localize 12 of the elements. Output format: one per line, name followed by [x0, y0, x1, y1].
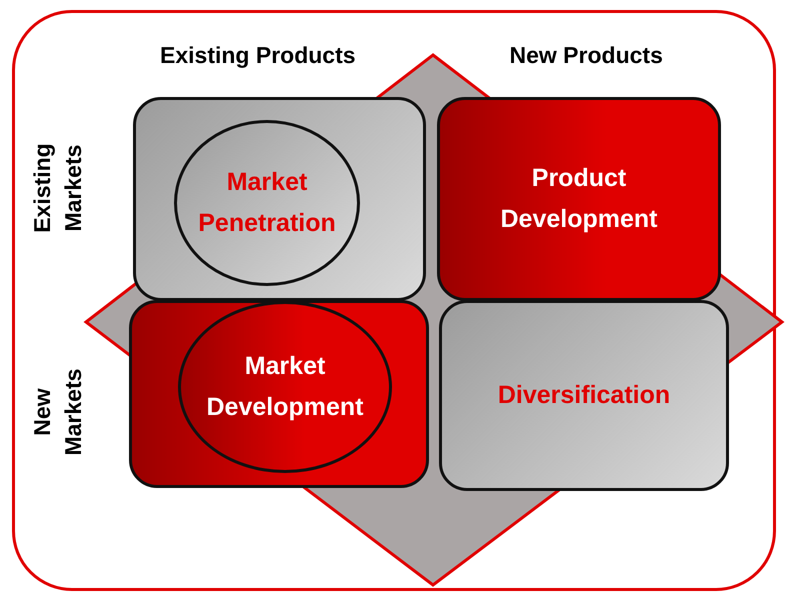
- row-header: Existing Markets: [28, 142, 87, 235]
- column-header: Existing Products: [160, 42, 356, 69]
- quadrant-box: [437, 97, 721, 301]
- row-header: New Markets: [28, 368, 87, 458]
- strategy-label: Diversification: [498, 380, 670, 411]
- strategy-label: Market Development: [206, 350, 364, 423]
- quadrant-box: [129, 300, 429, 488]
- strategy-label: Product Development: [500, 162, 658, 235]
- strategy-label: Market Penetration: [197, 166, 337, 239]
- column-header: New Products: [510, 42, 663, 69]
- quadrant-box: [439, 300, 729, 491]
- quadrant-box: [133, 97, 426, 301]
